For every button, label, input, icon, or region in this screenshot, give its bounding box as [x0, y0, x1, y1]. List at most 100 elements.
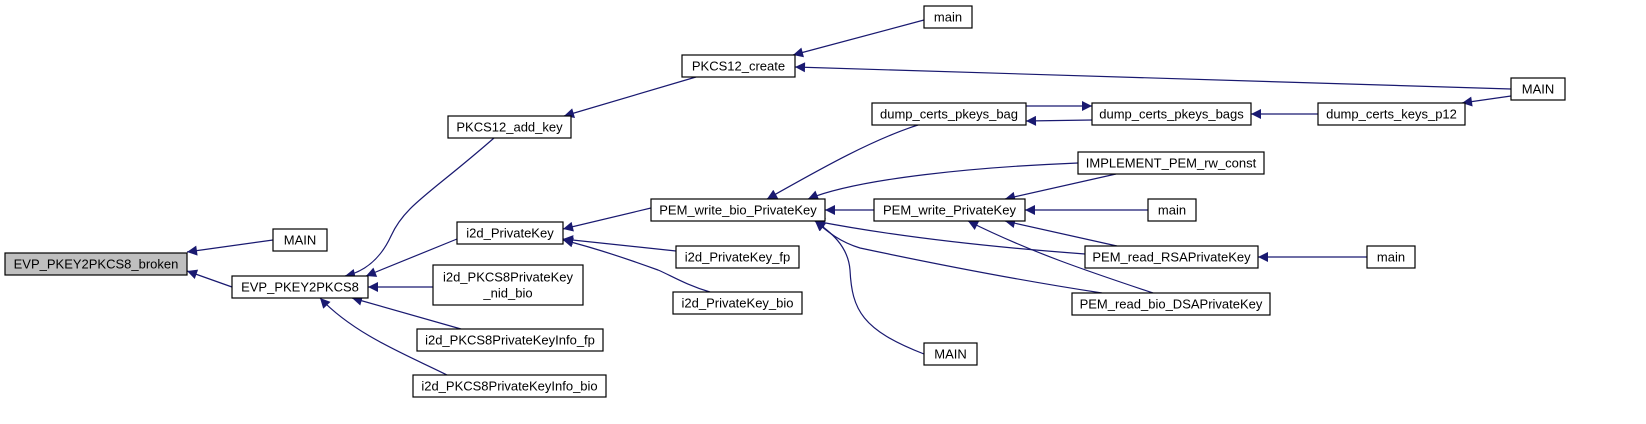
edge-arrow: [807, 162, 1079, 200]
node-pem-write-bio-pk[interactable]: PEM_write_bio_PrivateKey: [650, 198, 826, 222]
edge-arrow: [967, 220, 1154, 294]
edge-arrow: [1004, 173, 1117, 202]
edge-main_a-to-evp_broken: [186, 239, 274, 256]
edge-i2d_p8info_fp-to-evp2pkcs8: [351, 295, 462, 330]
node-main-top[interactable]: main: [923, 5, 973, 29]
node-label: PEM_read_RSAPrivateKey: [1092, 250, 1251, 265]
node-box: [447, 115, 572, 139]
node-label: main: [934, 10, 962, 25]
edge-arrow: [794, 62, 1512, 90]
edge-arrow: [814, 220, 1103, 294]
edge-arrow: [562, 207, 652, 232]
node-box: [923, 342, 978, 366]
edge-impl_pem-to-pem_write_bio_pk: [807, 162, 1079, 200]
edge-arrow: [344, 137, 495, 279]
edge-pkcs12_create-to-pkcs12_add_key: [563, 76, 697, 118]
node-evp2pkcs8[interactable]: EVP_PKEY2PKCS8: [231, 275, 369, 299]
node-label: dump_certs_keys_p12: [1326, 107, 1457, 122]
node-box: [1317, 102, 1466, 126]
node-i2d-p8info-fp[interactable]: i2d_PKCS8PrivateKeyInfo_fp: [416, 328, 604, 352]
node-label: PEM_read_bio_DSAPrivateKey: [1080, 297, 1263, 312]
node-main-mid[interactable]: main: [1147, 198, 1197, 222]
edge-pem_read_dsa-to-pem_write_bio_pk: [814, 220, 1103, 294]
edge-pem_write_bio_pk-to-i2d_privatekey: [562, 207, 652, 232]
node-box: [1510, 77, 1566, 101]
node-label: i2d_PKCS8PrivateKeyInfo_fp: [425, 333, 595, 348]
node-i2d-p8info-bio[interactable]: i2d_PKCS8PrivateKeyInfo_bio: [412, 374, 607, 398]
node-box: [272, 228, 328, 252]
node-label: _nid_bio: [482, 286, 532, 301]
edge-dump_bags-to-dump_bag: [1025, 115, 1093, 126]
edge-arrow: [792, 19, 925, 58]
edge-arrow: [814, 217, 1086, 255]
edge-evp2pkcs8-to-evp_broken: [186, 269, 233, 288]
edge-arrow: [186, 269, 233, 288]
node-label: MAIN: [934, 347, 967, 362]
edge-impl_pem-to-pem_write_pk: [1004, 173, 1117, 202]
node-box: [412, 374, 607, 398]
node-pkcs12-add-key[interactable]: PKCS12_add_key: [447, 115, 572, 139]
node-main-right[interactable]: MAIN: [1510, 77, 1566, 101]
edge-pem_read_dsa-to-pem_write_pk: [967, 220, 1154, 294]
edge-main_right-to-pkcs12_create: [794, 62, 1512, 90]
node-label: dump_certs_pkeys_bags: [1099, 107, 1244, 122]
edge-i2d_p8info_bio-to-evp2pkcs8: [319, 297, 448, 376]
node-box: [871, 102, 1027, 126]
node-pem-write-pk[interactable]: PEM_write_PrivateKey: [873, 198, 1026, 222]
node-label: PKCS12_add_key: [456, 120, 563, 135]
node-box: [1366, 245, 1416, 269]
node-box: [1071, 292, 1271, 316]
node-label: i2d_PrivateKey_bio: [681, 296, 793, 311]
node-dump-p12[interactable]: dump_certs_keys_p12: [1317, 102, 1466, 126]
node-box: [231, 275, 369, 299]
node-label: main: [1158, 203, 1186, 218]
node-label: MAIN: [284, 233, 317, 248]
node-box: [1091, 102, 1252, 126]
node-main-rsa[interactable]: main: [1366, 245, 1416, 269]
node-label: EVP_PKEY2PKCS8_broken: [14, 257, 179, 272]
node-evp-broken[interactable]: EVP_PKEY2PKCS8_broken: [4, 252, 188, 276]
edge-main_right-to-dump_p12: [1461, 95, 1512, 107]
node-box: [672, 291, 803, 315]
node-box: [4, 252, 188, 276]
node-i2d-pk-fp[interactable]: i2d_PrivateKey_fp: [675, 245, 800, 269]
edge-dump_bag-to-pem_write_bio_pk: [766, 124, 919, 200]
edge-arrow: [186, 239, 274, 256]
node-main-bottom[interactable]: MAIN: [923, 342, 978, 366]
edge-arrow: [351, 295, 462, 330]
node-i2d-pk-bio[interactable]: i2d_PrivateKey_bio: [672, 291, 803, 315]
node-label: i2d_PrivateKey: [466, 226, 554, 241]
edges-layer: [186, 19, 1512, 376]
edge-arrow: [814, 220, 925, 355]
node-main-a[interactable]: MAIN: [272, 228, 328, 252]
node-box: [1077, 151, 1265, 175]
node-box: [923, 5, 973, 29]
edge-i2d_pk_fp-to-i2d_privatekey: [562, 235, 677, 252]
node-label: MAIN: [1522, 82, 1555, 97]
edge-arrow: [563, 76, 697, 118]
edge-arrow: [1025, 115, 1093, 126]
node-i2d-p8-nid-bio[interactable]: i2d_PKCS8PrivateKey_nid_bio: [432, 264, 584, 306]
node-impl-pem[interactable]: IMPLEMENT_PEM_rw_const: [1077, 151, 1265, 175]
edge-arrow: [766, 124, 919, 200]
node-i2d-privatekey[interactable]: i2d_PrivateKey: [456, 221, 564, 245]
node-pkcs12-create[interactable]: PKCS12_create: [681, 54, 796, 78]
edge-pkcs12_add_key-to-evp2pkcs8: [344, 137, 495, 279]
node-dump-bags[interactable]: dump_certs_pkeys_bags: [1091, 102, 1252, 126]
edge-arrow: [562, 237, 711, 293]
node-label: PEM_write_PrivateKey: [883, 203, 1016, 218]
node-box: [1147, 198, 1197, 222]
node-pem-read-rsa[interactable]: PEM_read_RSAPrivateKey: [1084, 245, 1259, 269]
node-box: [681, 54, 796, 78]
node-pem-read-dsa[interactable]: PEM_read_bio_DSAPrivateKey: [1071, 292, 1271, 316]
node-box: [432, 264, 584, 306]
node-label: PKCS12_create: [692, 59, 785, 74]
node-dump-bag[interactable]: dump_certs_pkeys_bag: [871, 102, 1027, 126]
node-box: [650, 198, 826, 222]
edge-arrow: [1461, 95, 1512, 107]
node-label: i2d_PKCS8PrivateKeyInfo_bio: [421, 379, 597, 394]
nodes-layer: EVP_PKEY2PKCS8_brokenMAINEVP_PKEY2PKCS8P…: [4, 5, 1566, 398]
node-label: main: [1377, 250, 1405, 265]
node-box: [1084, 245, 1259, 269]
